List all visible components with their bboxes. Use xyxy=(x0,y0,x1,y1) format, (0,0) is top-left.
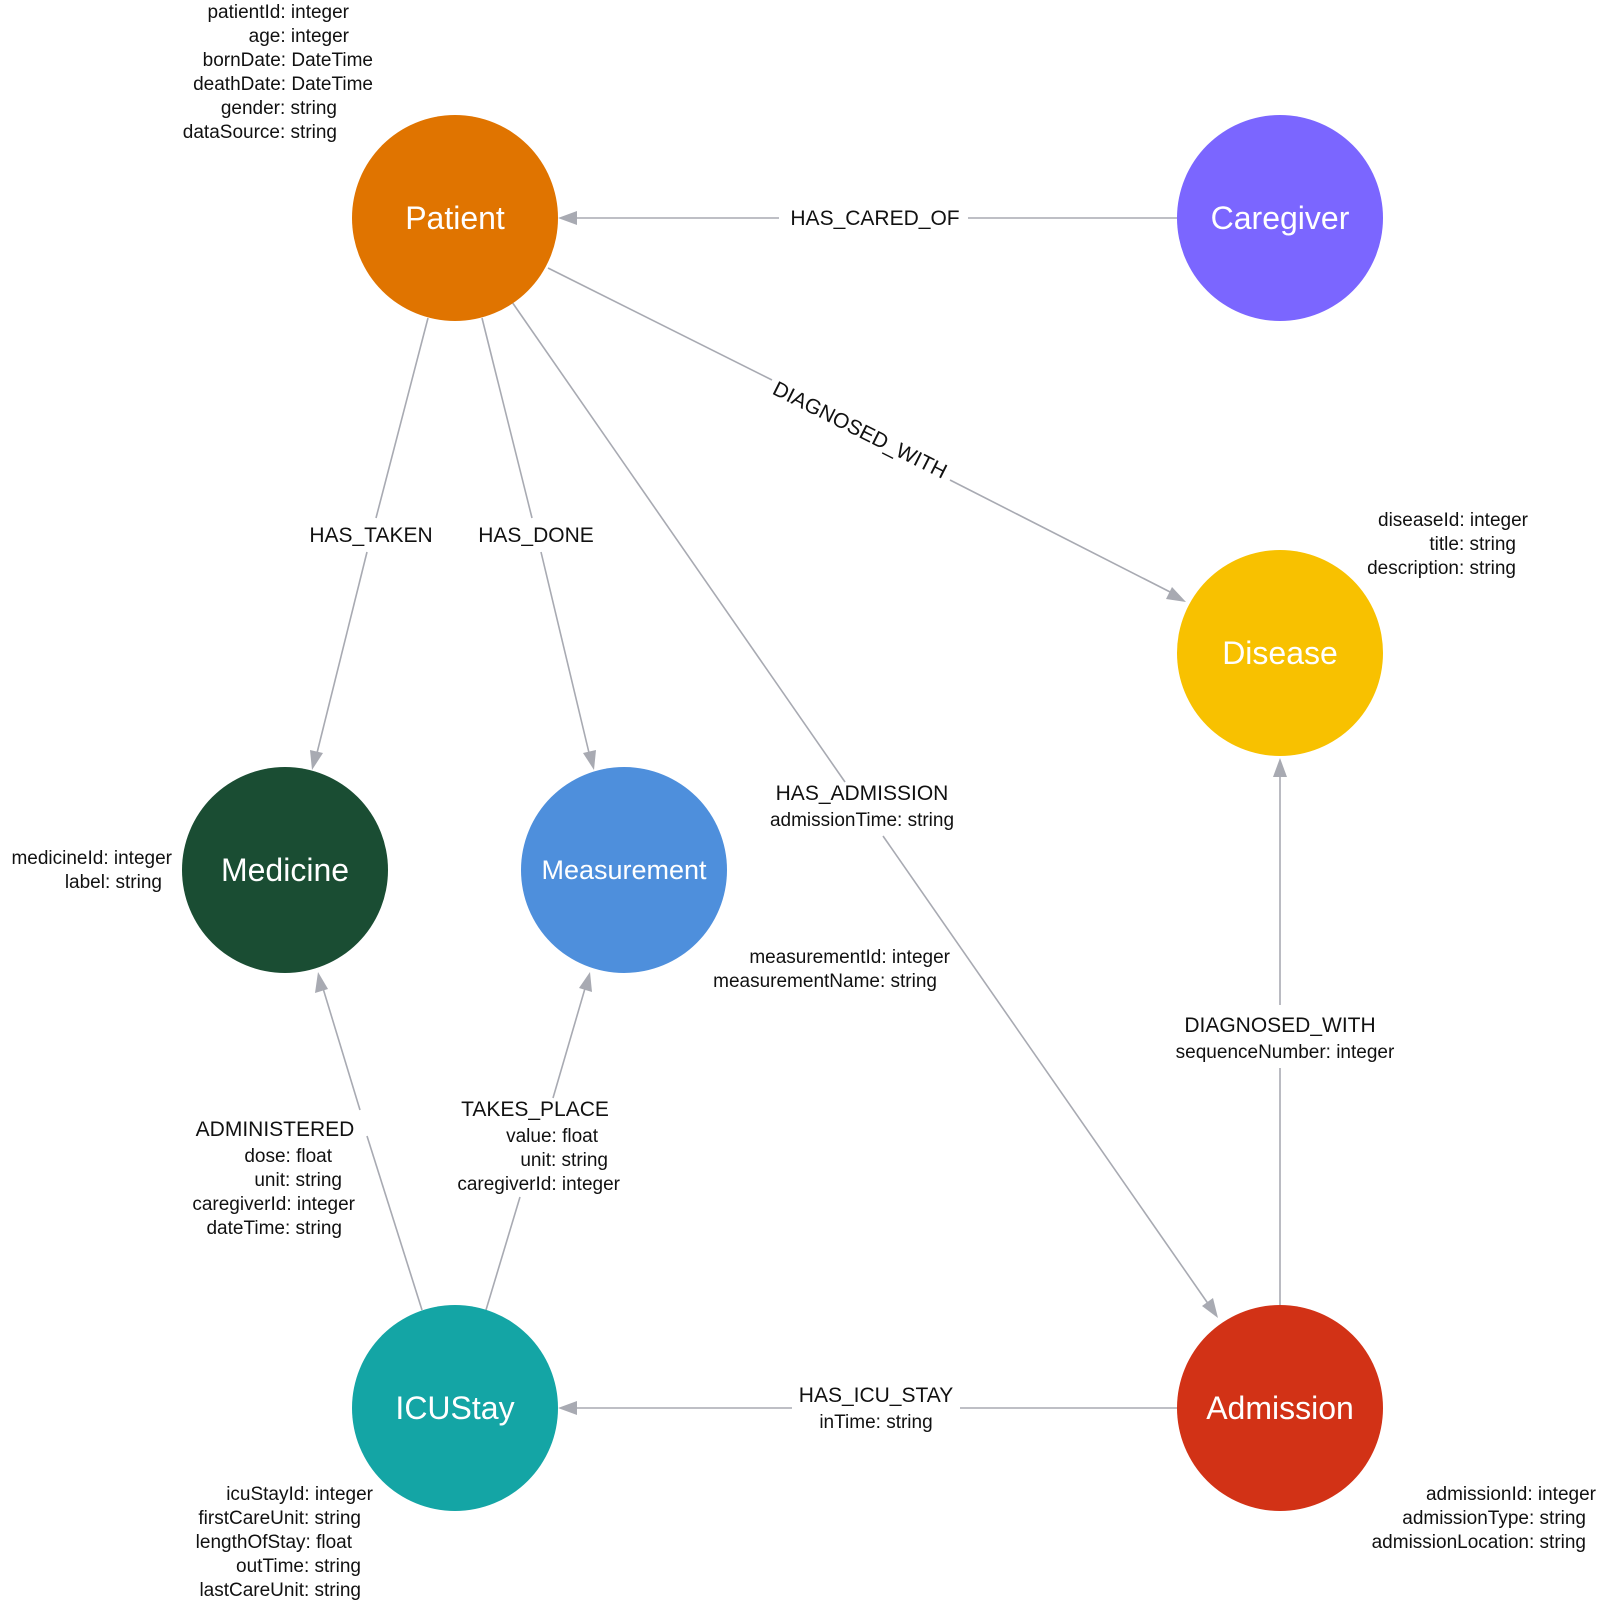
edge-label-has-done: HAS_DONE xyxy=(478,524,594,547)
node-measurement[interactable]: Measurement xyxy=(521,767,727,973)
node-prop-medicine-0: medicineId: integer xyxy=(11,848,172,869)
node-measurement-circle[interactable] xyxy=(521,767,727,973)
edge-label-has-admission: HAS_ADMISSION xyxy=(776,782,949,805)
node-admission-circle[interactable] xyxy=(1177,1305,1383,1511)
edge-takes-place-line xyxy=(485,1196,521,1311)
node-prop-admission-2: admissionLocation: string xyxy=(1372,1532,1586,1553)
edge-diagnosed-with-line xyxy=(949,479,1177,596)
node-measurement-label: Measurement xyxy=(541,855,707,885)
node-prop-disease-2: description: string xyxy=(1367,558,1516,579)
arrow-has-icu-stay xyxy=(558,1401,577,1415)
edge-label-has-cared-of: HAS_CARED_OF xyxy=(790,207,959,230)
node-prop-icustay-4: lastCareUnit: string xyxy=(199,1580,361,1600)
edge-has-done-line xyxy=(481,317,533,519)
edge-administered-line xyxy=(366,1135,423,1311)
node-props: patientId: integer age: integer bornDate… xyxy=(11,2,1596,1600)
arrow-has-taken xyxy=(310,750,323,770)
edge-has-taken-line xyxy=(315,551,368,758)
node-caregiver-label: Caregiver xyxy=(1211,200,1350,236)
node-prop-measurement-0: measurementId: integer xyxy=(749,947,950,968)
node-prop-medicine-1: label: string xyxy=(65,872,162,893)
node-prop-admission-0: admissionId: integer xyxy=(1426,1484,1597,1505)
edge-label-diagnosed-with-admission: DIAGNOSED_WITH xyxy=(1184,1014,1375,1037)
arrow-takes-place xyxy=(579,972,592,992)
arrow-diagnosed-with xyxy=(1166,587,1186,602)
node-prop-patient-5: dataSource: string xyxy=(183,122,337,143)
node-prop-disease-1: title: string xyxy=(1429,534,1516,555)
node-medicine-circle[interactable] xyxy=(182,767,388,973)
nodes: Patient Caregiver Disease Medicine Measu… xyxy=(182,115,1383,1511)
edge-prop-diagnosed-with-admission: sequenceNumber: integer xyxy=(1176,1042,1395,1063)
edge-has-taken-line xyxy=(375,317,429,519)
edge-label-administered: ADMINISTERED xyxy=(196,1118,355,1141)
edge-label-takes-place: TAKES_PLACE xyxy=(461,1098,609,1121)
edge-has-admission-line xyxy=(882,835,1210,1306)
edge-prop-administered-0: dose: float xyxy=(244,1146,332,1167)
edge-has-admission-line xyxy=(511,301,846,783)
node-caregiver[interactable]: Caregiver xyxy=(1177,115,1383,321)
edge-takes-place-line xyxy=(552,984,587,1099)
edge-prop-has-icu-stay: inTime: string xyxy=(819,1412,932,1433)
edge-prop-takes-place-1: unit: string xyxy=(520,1150,608,1171)
edge-prop-administered-2: caregiverId: integer xyxy=(192,1194,355,1215)
node-disease[interactable]: Disease xyxy=(1177,550,1383,756)
edge-label-has-icu-stay: HAS_ICU_STAY xyxy=(799,1384,953,1407)
node-medicine-label: Medicine xyxy=(221,852,349,888)
node-prop-patient-0: patientId: integer xyxy=(207,2,349,23)
node-prop-icustay-0: icuStayId: integer xyxy=(226,1484,373,1505)
edges xyxy=(310,211,1287,1415)
node-patient-label: Patient xyxy=(405,200,505,236)
edge-prop-takes-place-0: value: float xyxy=(506,1126,599,1147)
edge-diagnosed-with-line xyxy=(547,267,773,381)
node-prop-patient-4: gender: string xyxy=(221,98,337,119)
node-patient-circle[interactable] xyxy=(352,115,558,321)
node-prop-admission-1: admissionType: string xyxy=(1402,1508,1586,1529)
node-admission-label: Admission xyxy=(1206,1390,1354,1426)
node-prop-disease-0: diseaseId: integer xyxy=(1378,510,1529,531)
node-caregiver-circle[interactable] xyxy=(1177,115,1383,321)
node-disease-circle[interactable] xyxy=(1177,550,1383,756)
edge-prop-has-admission: admissionTime: string xyxy=(770,810,954,831)
arrow-diagnosed-with-admission xyxy=(1273,758,1287,777)
edge-labels: HAS_CARED_OF DIAGNOSED_WITH HAS_TAKEN HA… xyxy=(192,207,1395,1433)
node-prop-patient-1: age: integer xyxy=(249,26,350,47)
arrow-has-done xyxy=(583,750,596,770)
node-medicine[interactable]: Medicine xyxy=(182,767,388,973)
arrow-has-admission xyxy=(1202,1298,1218,1318)
node-prop-measurement-1: measurementName: string xyxy=(713,971,937,992)
node-patient[interactable]: Patient xyxy=(352,115,558,321)
node-disease-label: Disease xyxy=(1222,635,1338,671)
node-prop-icustay-2: lengthOfStay: float xyxy=(196,1532,353,1553)
node-icustay-circle[interactable] xyxy=(352,1305,558,1511)
edge-administered-line xyxy=(321,984,361,1111)
node-prop-icustay-1: firstCareUnit: string xyxy=(198,1508,361,1529)
arrow-administered xyxy=(315,972,328,993)
edge-label-diagnosed-with: DIAGNOSED_WITH xyxy=(769,377,950,483)
node-icustay-label: ICUStay xyxy=(395,1390,514,1426)
arrow-has-cared-of xyxy=(558,211,577,225)
node-admission[interactable]: Admission xyxy=(1177,1305,1383,1511)
node-prop-patient-2: bornDate: DateTime xyxy=(203,50,373,71)
node-prop-patient-3: deathDate: DateTime xyxy=(193,74,373,95)
edge-prop-takes-place-2: caregiverId: integer xyxy=(457,1174,620,1195)
edge-prop-administered-3: dateTime: string xyxy=(206,1218,342,1239)
edge-has-done-line xyxy=(540,551,591,758)
node-prop-icustay-3: outTime: string xyxy=(236,1556,361,1577)
edge-prop-administered-1: unit: string xyxy=(254,1170,342,1191)
edge-label-has-taken: HAS_TAKEN xyxy=(309,524,432,547)
node-icustay[interactable]: ICUStay xyxy=(352,1305,558,1511)
